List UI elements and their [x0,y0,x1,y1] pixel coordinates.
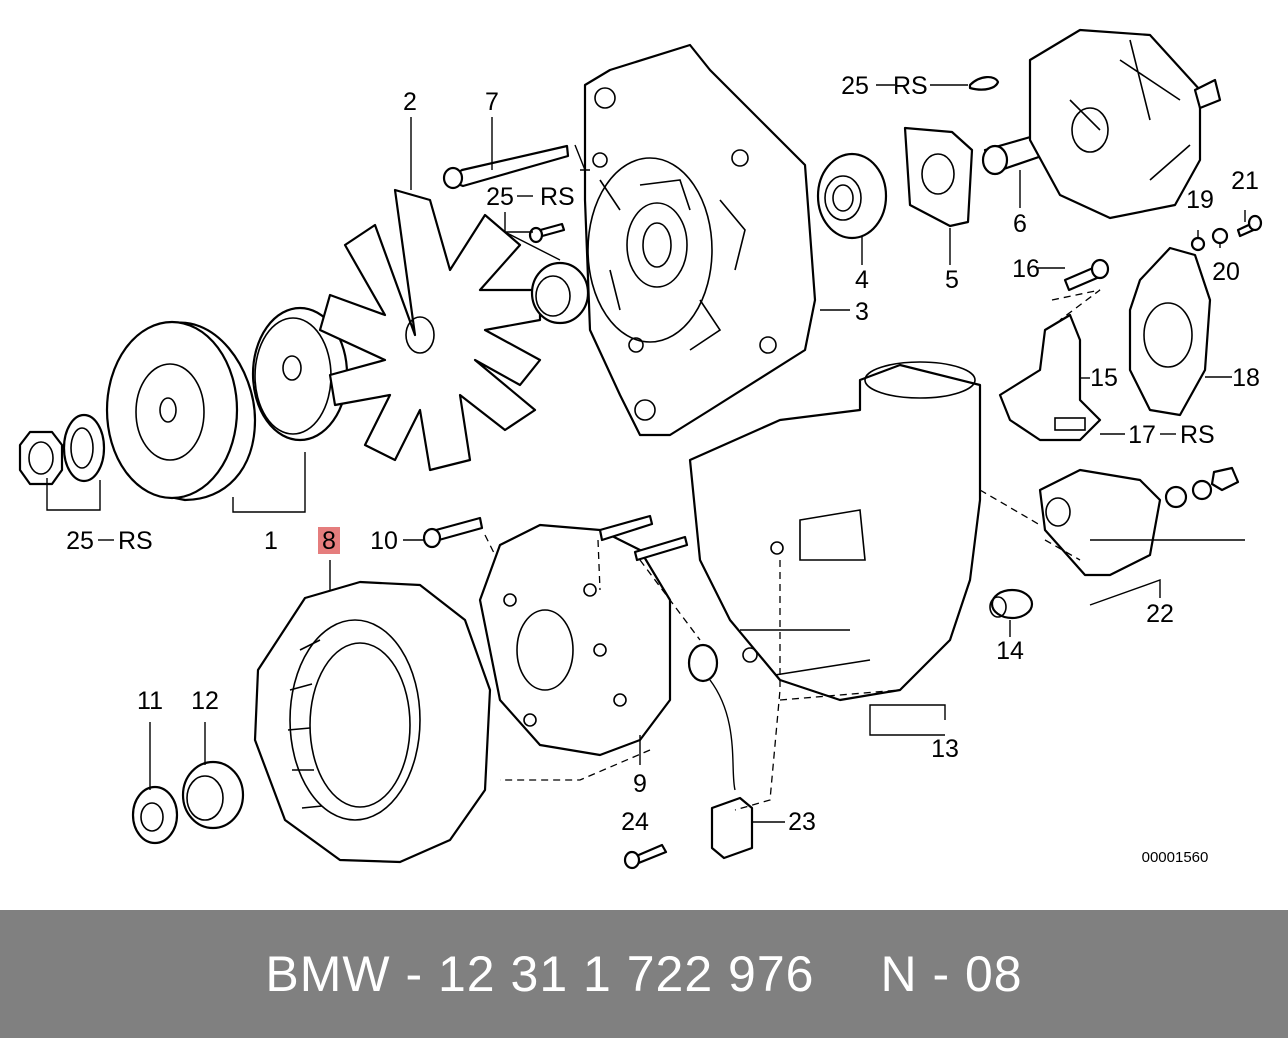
rectifier-illustration [478,514,689,757]
part-label-16: 16 [1012,255,1040,283]
part-label-19: 19 [1186,186,1214,214]
rs-label-25-left: 25 [66,527,94,555]
part-label-8-highlighted: 8 [322,527,336,555]
regulator-illustration [1038,466,1240,577]
part-label-1: 1 [264,527,278,555]
part-label-14: 14 [996,637,1024,665]
rear-housing-illustration [688,361,982,702]
part-label-7: 7 [485,88,499,116]
sleeve-illustration [989,588,1034,620]
exploded-parts-diagram: 2 7 25 RS 25 RS 4 5 3 6 19 21 20 16 15 1… [18,28,1263,870]
rs-label-25-upper: 25 [486,183,514,211]
separator-dash: - [390,946,438,1002]
nut-washer-illustration [18,413,106,486]
highlight-marker [318,527,340,554]
rs-suffix-left: RS [118,527,153,555]
oem-part-number: 12 31 1 722 976 [438,946,815,1002]
part-label-11: 11 [137,687,163,715]
part-label-23: 23 [788,808,816,836]
part-label-15: 15 [1090,364,1118,392]
part-label-12: 12 [191,687,219,715]
capacitor-illustration [623,643,754,870]
rear-cover-illustration [1128,246,1212,417]
rear-bearings-illustration [131,760,245,845]
part-label-9: 9 [633,770,647,798]
part-17-suffix: RS [1180,421,1215,449]
leader-lines [46,84,1246,823]
ball-bearing-illustration [816,152,888,240]
part-label-3: 3 [855,298,869,326]
dashed-alignment-lines [484,289,1101,811]
part-label-24: 24 [621,808,649,836]
part-label-10: 10 [370,527,398,555]
part-label-2: 2 [403,88,417,116]
footer-caption: BMW - 12 31 1 722 976 N - 08 [0,910,1288,1038]
part-label-18: 18 [1232,364,1260,392]
long-bolt-illustration [442,144,570,190]
part-label-5: 5 [945,266,959,294]
diagram-position: N - 08 [880,946,1023,1002]
drawing-number: 00001560 [1142,849,1209,866]
rs-label-25-top: 25 [841,72,869,100]
bearing-plate-illustration [903,126,974,228]
brush-holder-illustration [998,313,1102,442]
part-label-21: 21 [1231,167,1259,195]
front-housing-illustration [583,43,817,437]
part-label-22: 22 [1146,600,1174,628]
bearing-ring-illustration [530,261,590,325]
part-label-20: 20 [1212,258,1240,286]
part-label-13: 13 [931,735,959,763]
alternator-drawing: 2 7 25 RS 25 RS 4 5 3 6 19 21 20 16 15 1… [18,28,1263,870]
rs-suffix-top: RS [893,72,928,100]
rs-suffix-upper: RS [540,183,575,211]
brand-name: BMW [265,946,391,1002]
part-label-4: 4 [855,266,869,294]
stator-illustration [253,580,492,864]
pulley-illustration [105,320,257,502]
screws-and-washers-illustration [1063,214,1263,292]
bolt-illustration [422,516,484,549]
key-illustration [968,76,1000,91]
small-screw-illustration [528,222,566,244]
part-label-17: 17 [1128,421,1156,449]
part-label-6: 6 [1013,210,1027,238]
part-info-footer: BMW - 12 31 1 722 976 N - 08 [0,910,1288,1038]
rotor-illustration [981,28,1222,220]
fan-illustration [318,188,542,472]
